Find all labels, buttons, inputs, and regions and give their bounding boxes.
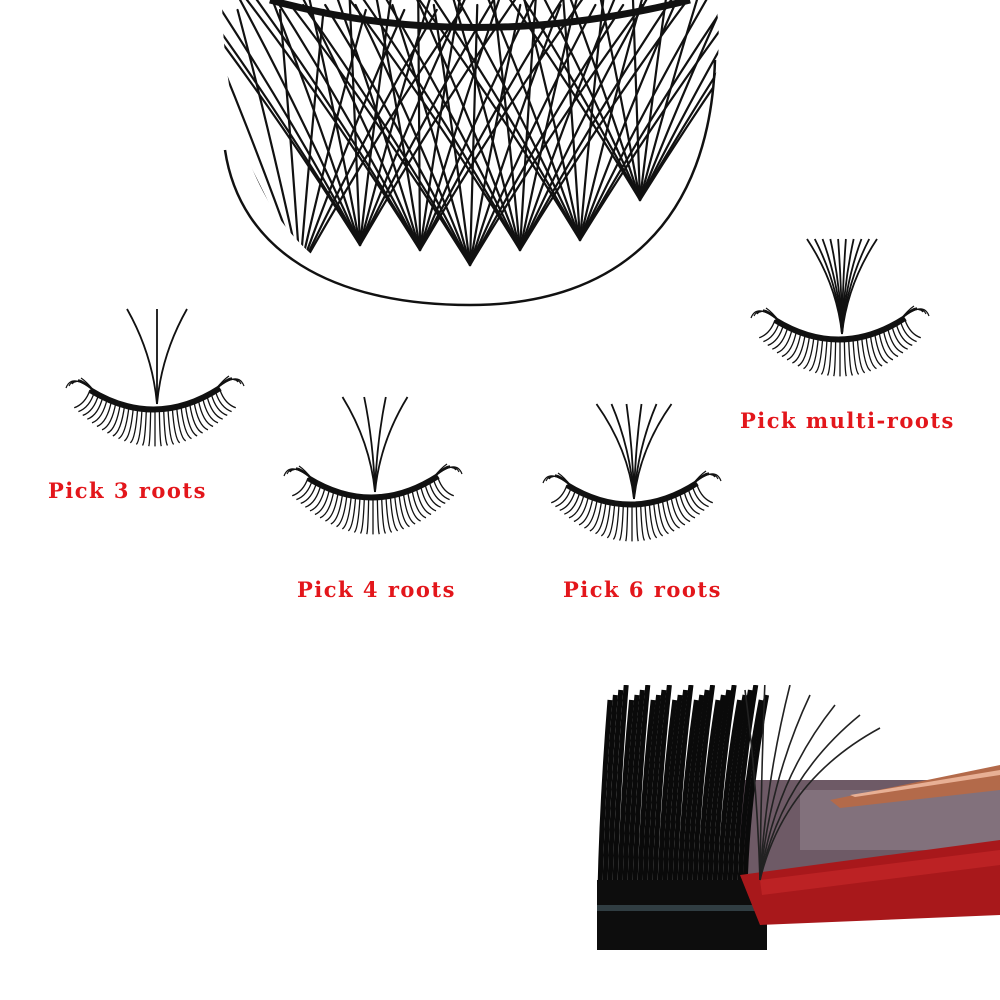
label-pick-4-roots: Pick 4 roots (297, 577, 456, 602)
magnified-lash-strip (222, 0, 719, 306)
eye-lash-3-roots (65, 308, 245, 447)
magnifier-circle-outline (223, 59, 717, 307)
label-pick-6-roots: Pick 6 roots (563, 577, 722, 602)
eye-lash-4-roots (283, 396, 463, 535)
tray-tweezer-photo (597, 685, 1000, 950)
label-pick-3-roots: Pick 3 roots (48, 478, 207, 503)
label-pick-multi-roots: Pick multi-roots (740, 408, 955, 433)
eye-lash-6-roots (542, 403, 722, 542)
eye-lash-multi-roots (750, 238, 930, 377)
